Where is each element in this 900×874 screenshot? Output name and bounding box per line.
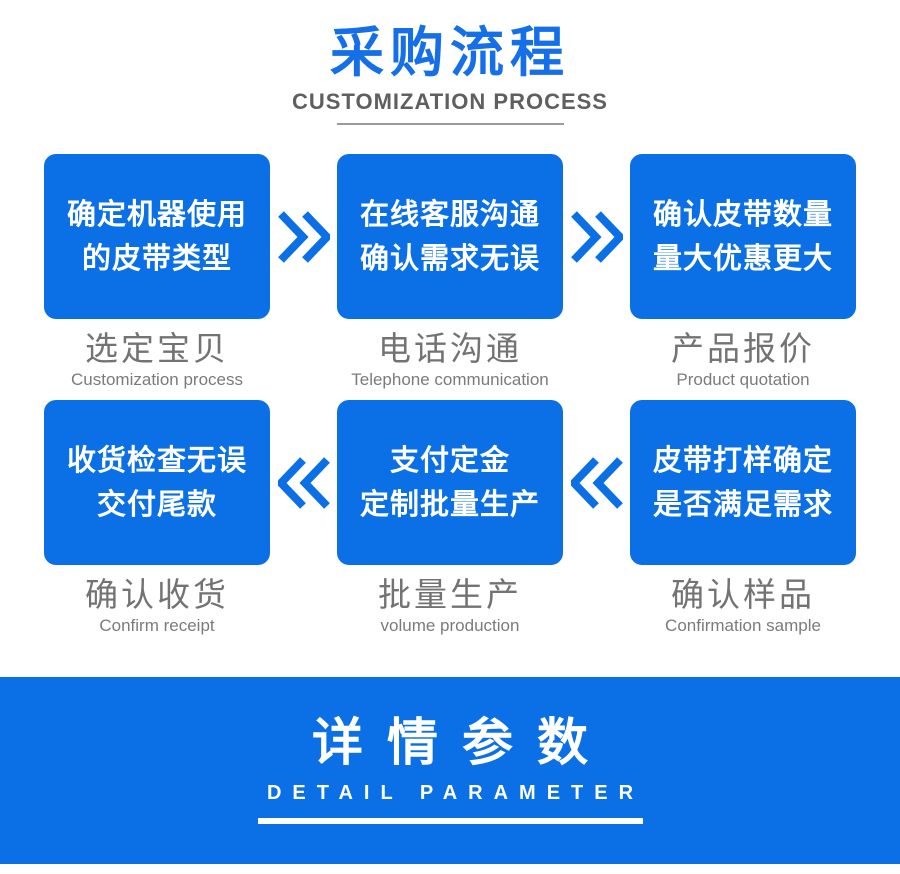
- flow-row-2: 收货检查无误 交付尾款 确认收货 Confirm receipt 支付定金 定制…: [44, 400, 856, 636]
- double-chevron-right-icon: [277, 210, 330, 263]
- step-caption: volume production: [380, 616, 520, 635]
- card-line: 的皮带类型: [81, 242, 232, 275]
- step-card: 收货检查无误 交付尾款: [44, 400, 270, 565]
- step-confirm-receipt: 收货检查无误 交付尾款 确认收货 Confirm receipt: [44, 400, 270, 636]
- step-caption: Confirm receipt: [99, 616, 215, 635]
- card-line: 收货检查无误: [66, 444, 247, 477]
- double-chevron-left-icon: [570, 456, 623, 509]
- card-line: 是否满足需求: [652, 488, 833, 521]
- step-label: 产品报价: [671, 330, 815, 367]
- double-chevron-left-icon: [277, 456, 330, 509]
- step-card: 确认皮带数量 量大优惠更大: [630, 154, 856, 319]
- flow-row-1: 确定机器使用 的皮带类型 选定宝贝 Customization process …: [44, 154, 856, 390]
- step-confirm-sample: 皮带打样确定 是否满足需求 确认样品 Confirmation sample: [630, 400, 856, 636]
- header-underline: [336, 123, 564, 125]
- step-pay-deposit: 支付定金 定制批量生产 批量生产 volume production: [337, 400, 563, 636]
- step-caption: Confirmation sample: [665, 616, 821, 635]
- arrow-cell: [563, 154, 630, 319]
- card-line: 量大优惠更大: [652, 242, 833, 275]
- card-line: 皮带打样确定: [652, 444, 833, 477]
- page-subtitle: CUSTOMIZATION PROCESS: [292, 89, 608, 114]
- step-confirm-quantity: 确认皮带数量 量大优惠更大 产品报价 Product quotation: [630, 154, 856, 390]
- detail-parameter-banner: 详情参数 DETAIL PARAMETER: [0, 677, 900, 864]
- step-caption: Product quotation: [676, 370, 810, 389]
- step-label: 选定宝贝: [85, 330, 229, 367]
- card-line: 确定机器使用: [66, 198, 247, 231]
- step-card: 支付定金 定制批量生产: [337, 400, 563, 565]
- header: 采购流程 CUSTOMIZATION PROCESS: [0, 0, 900, 125]
- banner-underline: [257, 818, 643, 824]
- banner-subtitle: DETAIL PARAMETER: [266, 782, 645, 804]
- step-label: 确认样品: [671, 576, 815, 613]
- page-title: 采购流程: [330, 23, 570, 83]
- step-online-service: 在线客服沟通 确认需求无误 电话沟通 Telephone communicati…: [337, 154, 563, 390]
- step-select-product: 确定机器使用 的皮带类型 选定宝贝 Customization process: [44, 154, 270, 390]
- arrow-cell: [563, 400, 630, 565]
- card-line: 定制批量生产: [359, 488, 540, 521]
- process-flow: 确定机器使用 的皮带类型 选定宝贝 Customization process …: [44, 154, 856, 636]
- step-caption: Customization process: [71, 370, 243, 389]
- arrow-cell: [270, 400, 337, 565]
- step-card: 在线客服沟通 确认需求无误: [337, 154, 563, 319]
- step-label: 批量生产: [378, 576, 522, 613]
- card-line: 交付尾款: [96, 488, 217, 521]
- card-line: 支付定金: [389, 444, 510, 477]
- card-line: 确认需求无误: [359, 242, 540, 275]
- arrow-cell: [270, 154, 337, 319]
- banner-title: 详情参数: [311, 714, 612, 771]
- step-label: 电话沟通: [378, 330, 522, 367]
- step-card: 皮带打样确定 是否满足需求: [630, 400, 856, 565]
- step-card: 确定机器使用 的皮带类型: [44, 154, 270, 319]
- card-line: 确认皮带数量: [652, 198, 833, 231]
- card-line: 在线客服沟通: [359, 198, 540, 231]
- double-chevron-right-icon: [570, 210, 623, 263]
- step-label: 确认收货: [85, 576, 229, 613]
- step-caption: Telephone communication: [351, 370, 549, 389]
